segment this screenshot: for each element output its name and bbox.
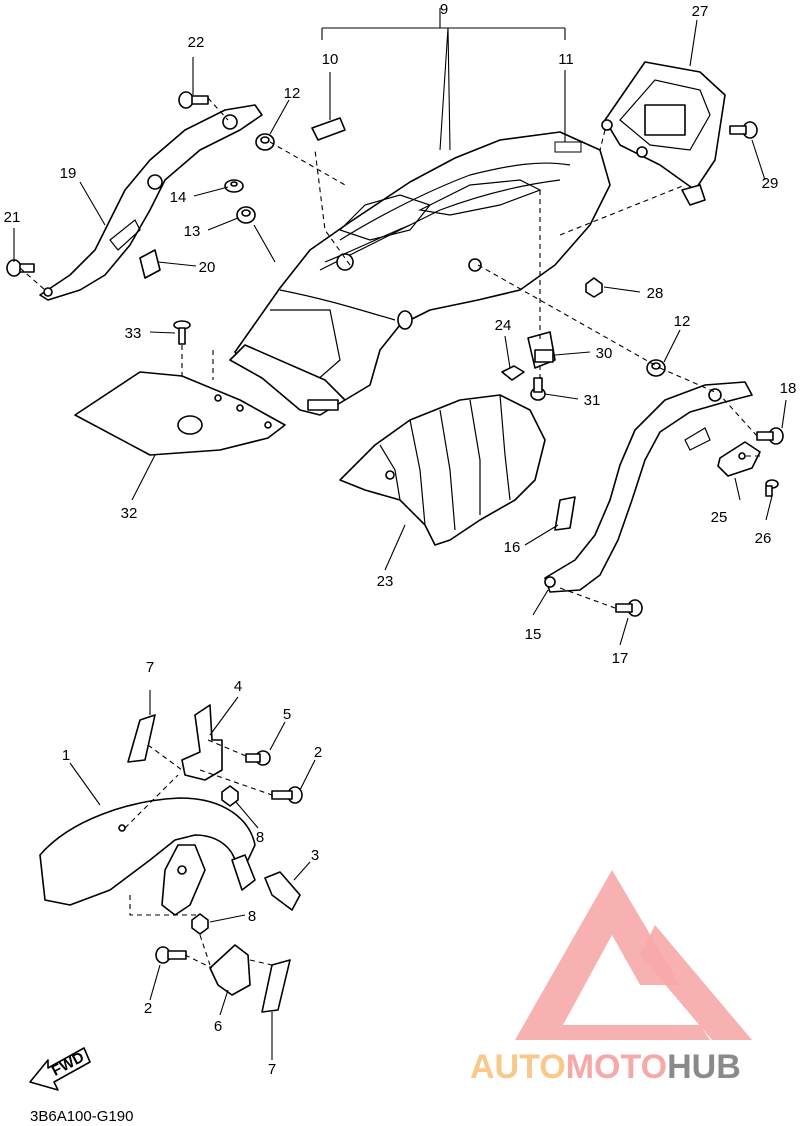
grommet-12b (646, 359, 666, 377)
callout-9: 9 (440, 1, 448, 18)
nut-24 (501, 365, 525, 381)
right-fender-stay (544, 381, 753, 593)
callout-28: 28 (647, 285, 664, 302)
bolt-2a (271, 786, 303, 804)
screw-33 (173, 320, 191, 345)
leader-lines (13, 8, 787, 1060)
svg-text:AUTOMOTOHUB: AUTOMOTOHUB (470, 1048, 741, 1086)
bracket-6 (209, 944, 251, 996)
diagram-code: 3B6A100-G190 (30, 1108, 133, 1125)
watermark-part3: HUB (667, 1048, 741, 1086)
callout-2b: 2 (144, 1000, 152, 1017)
label-10 (311, 117, 346, 141)
screw-5 (245, 750, 271, 766)
inner-mudguard (339, 394, 546, 546)
callout-32: 32 (121, 505, 138, 522)
license-plate-bracket (74, 371, 286, 456)
callout-10: 10 (322, 51, 339, 68)
callout-4: 4 (234, 678, 242, 695)
bolt-18 (756, 427, 784, 445)
callout-27: 27 (692, 3, 709, 20)
watermark-part2: MOTO (566, 1048, 667, 1086)
callout-19: 19 (60, 165, 77, 182)
bracket-30 (527, 331, 556, 369)
callout-16: 16 (504, 539, 521, 556)
callout-14: 14 (170, 189, 187, 206)
bracket-4 (181, 704, 223, 781)
callout-7a: 7 (146, 659, 154, 676)
reflector-16 (554, 496, 576, 531)
front-fender (39, 797, 256, 906)
callout-29: 29 (762, 175, 779, 192)
rear-fender (229, 131, 611, 416)
callout-23: 23 (377, 573, 394, 590)
grommet-12a (255, 133, 275, 151)
collar-14 (224, 179, 244, 193)
callout-1: 1 (62, 747, 70, 764)
grommet-13 (236, 206, 256, 224)
holder-25 (717, 441, 761, 477)
callout-labels: 1 2 2 3 4 5 6 7 7 8 8 9 10 11 12 12 13 1… (4, 1, 797, 1078)
bolt-31 (530, 377, 546, 401)
callout-3: 3 (311, 847, 319, 864)
callout-24: 24 (495, 317, 512, 334)
nut-28 (585, 277, 603, 298)
callout-22: 22 (188, 34, 205, 51)
nut-8b (191, 913, 209, 935)
automotohub-logo: AUTOMOTOHUB (470, 870, 752, 1086)
callout-5: 5 (283, 706, 291, 723)
callout-15: 15 (525, 626, 542, 643)
callout-2a: 2 (314, 744, 322, 761)
fwd-label: FWD (49, 1049, 87, 1080)
callout-20: 20 (199, 259, 216, 276)
callout-26: 26 (755, 530, 772, 547)
callout-8b: 8 (248, 908, 256, 925)
callout-12a: 12 (284, 85, 301, 102)
callout-18: 18 (780, 380, 797, 397)
callout-25: 25 (711, 509, 728, 526)
dashed-assembly-lines (19, 97, 760, 969)
screw-26 (765, 479, 779, 497)
callout-21: 21 (4, 209, 21, 226)
fender-stay-wedge (231, 854, 256, 891)
reflector-20 (139, 249, 161, 279)
bolt-17 (615, 599, 643, 617)
reflector-7b (261, 959, 291, 1013)
reflector-7a (127, 714, 156, 763)
bolt-29 (729, 121, 758, 139)
tail-light (601, 61, 726, 206)
callout-33: 33 (125, 325, 142, 342)
callout-31: 31 (584, 392, 601, 409)
nut-8a (221, 785, 239, 807)
callout-17: 17 (612, 650, 629, 667)
bolt-22 (178, 91, 209, 109)
callout-6: 6 (214, 1018, 222, 1035)
callout-7b: 7 (268, 1061, 276, 1078)
callout-11: 11 (558, 51, 574, 68)
callout-8a: 8 (256, 829, 264, 846)
watermark-part1: AUTO (470, 1048, 566, 1086)
callout-30: 30 (596, 345, 613, 362)
callout-13: 13 (184, 223, 201, 240)
front-fender-stay (161, 844, 206, 916)
bracket-3 (264, 871, 301, 911)
fwd-arrow-icon: FWD (29, 1047, 91, 1091)
bolt-2b (155, 946, 187, 964)
callout-12b: 12 (674, 313, 691, 330)
